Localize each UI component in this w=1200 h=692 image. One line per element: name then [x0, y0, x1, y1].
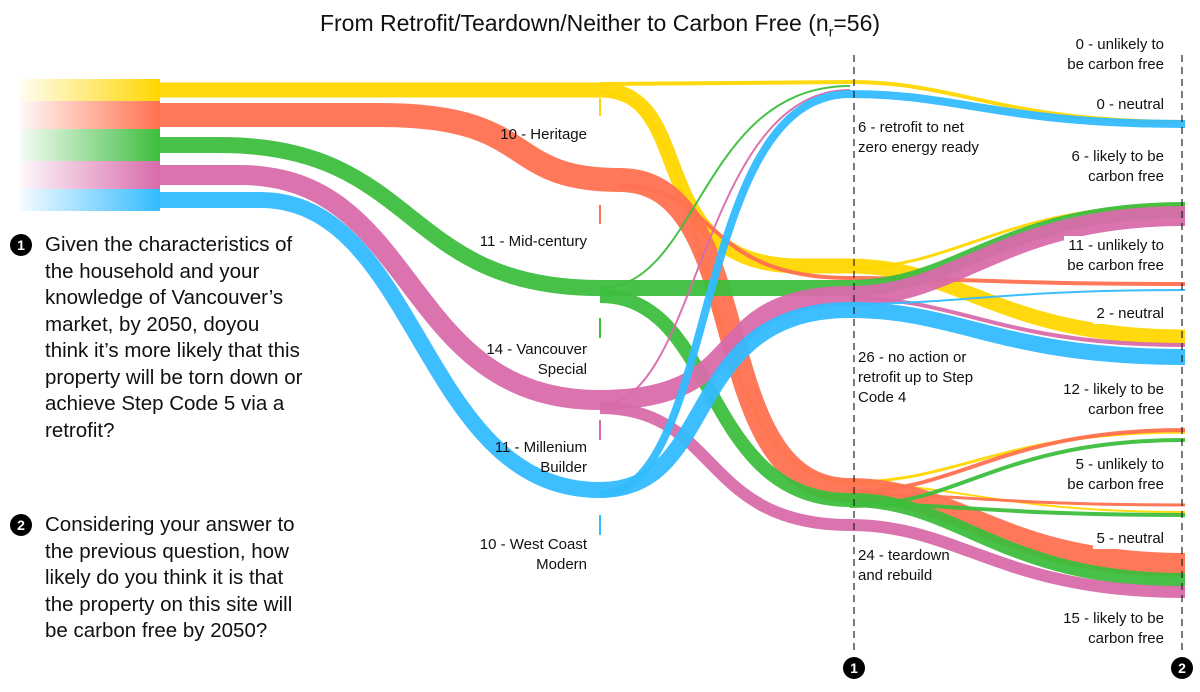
outcome-label-nze-likely: 6 - likely to be carbon free	[1068, 147, 1167, 187]
outcome-label-nze-neutral: 0 - neutral	[1093, 95, 1167, 115]
stage-marker-1: 1	[843, 657, 865, 679]
question-2-marker: 2	[10, 514, 32, 536]
outcome-label-teardown-neutral: 5 - neutral	[1093, 529, 1167, 549]
flow-group-west-coast-modern	[160, 89, 1186, 499]
category-label-millenium-builder: 11 - Millenium Builder	[494, 439, 587, 476]
question-1: 1 Given the characteristics of the house…	[10, 232, 310, 444]
chart-title: From Retrofit/Teardown/Neither to Carbon…	[0, 10, 1200, 40]
decision-label-no-action: 26 - no action or retrofit up to Step Co…	[858, 349, 974, 406]
outcome-label-nze-unlikely: 0 - unlikely to be carbon free	[1064, 35, 1167, 75]
decision-label-teardown: 24 - teardown and rebuild	[858, 547, 950, 584]
outcome-label-noaction-unlikely: 11 - unlikely to be carbon free	[1064, 236, 1167, 276]
outcome-label-noaction-likely: 12 - likely to be carbon free	[1060, 380, 1167, 420]
category-label-west-coast-modern: 10 - West Coast Modern	[479, 536, 587, 573]
entry-band-vancouver-special	[20, 129, 160, 161]
entry-band-heritage	[20, 79, 160, 101]
stage-marker-2: 2	[1171, 657, 1193, 679]
question-1-text: Given the characteristics of the househo…	[45, 233, 303, 442]
entry-band-millenium-builder	[20, 161, 160, 189]
entry-band-west-coast-modern	[20, 189, 160, 211]
category-label-mid-century: 11 - Mid-century	[479, 233, 587, 250]
title-tail-text: =56)	[833, 10, 881, 36]
question-2-text: Considering your answer to the previous …	[45, 513, 295, 642]
outcome-label-teardown-likely: 15 - likely to be carbon free	[1060, 609, 1167, 649]
outcome-label-noaction-neutral: 2 - neutral	[1093, 304, 1167, 324]
title-main-text: From Retrofit/Teardown/Neither to Carbon…	[319, 10, 829, 36]
category-label-heritage: 10 - Heritage	[500, 126, 587, 143]
decision-label-retrofit-nze: 6 - retrofit to net zero energy ready	[858, 119, 979, 156]
category-label-vancouver-special: 14 - Vancouver Special	[486, 341, 587, 378]
question-1-marker: 1	[10, 234, 32, 256]
question-2: 2 Considering your answer to the previou…	[10, 512, 310, 645]
outcome-label-teardown-unlikely: 5 - unlikely to be carbon free	[1064, 455, 1167, 495]
title-subscript: r	[828, 23, 834, 40]
entry-band-mid-century	[20, 101, 160, 129]
